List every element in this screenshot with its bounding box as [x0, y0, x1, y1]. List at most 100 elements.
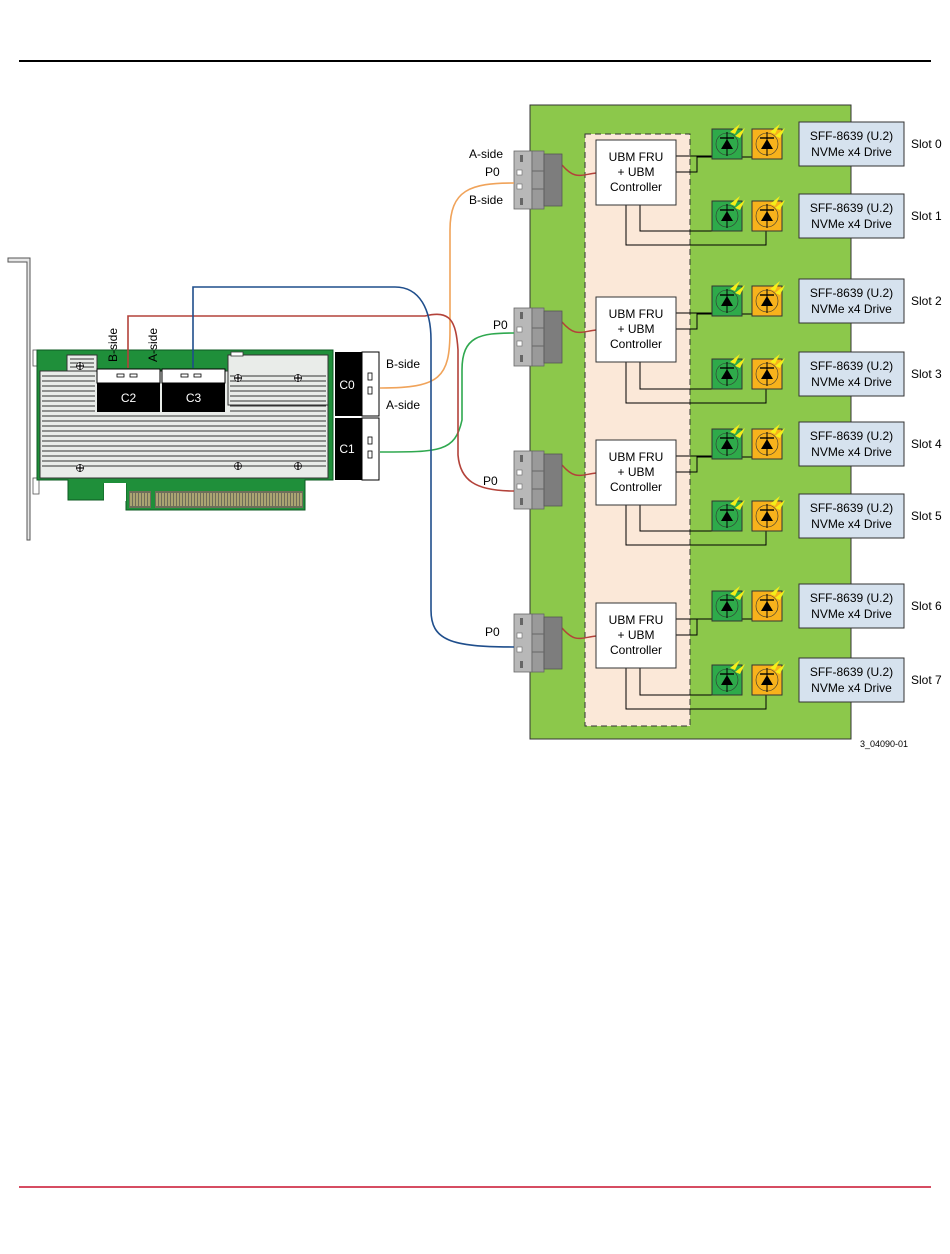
drive-label-line1: SFF-8639 (U.2)	[810, 286, 893, 300]
slot-label: Slot 2	[911, 294, 942, 308]
drive-label-line1: SFF-8639 (U.2)	[810, 129, 893, 143]
activity-led-icon	[711, 496, 745, 532]
pcb-notch	[104, 483, 126, 501]
ubm-label-line2: + UBM	[617, 322, 654, 336]
drive-slot-4: SFF-8639 (U.2) NVMe x4 Drive Slot 4	[798, 421, 942, 467]
connector-c3: C3	[161, 368, 226, 412]
ubm-label-line3: Controller	[610, 643, 662, 657]
drive-label-line2: NVMe x4 Drive	[811, 681, 892, 695]
backplane-connector-1	[513, 307, 563, 367]
activity-led-icon	[711, 660, 745, 696]
c3-side-label: A-side	[146, 328, 160, 362]
drive-slot-6: SFF-8639 (U.2) NVMe x4 Drive Slot 6	[798, 583, 942, 629]
cable-blue	[192, 286, 515, 648]
ubm-label-line3: Controller	[610, 337, 662, 351]
port-label-p0: P0	[485, 625, 500, 639]
edge-a-side-label: A-side	[386, 398, 420, 412]
cable-orange	[379, 182, 515, 389]
port-label-p0: P0	[485, 165, 500, 179]
ubm-label-line2: + UBM	[617, 165, 654, 179]
backplane-connector-3	[513, 613, 563, 673]
drive-slot-7: SFF-8639 (U.2) NVMe x4 Drive Slot 7	[798, 657, 942, 703]
drive-label-line2: NVMe x4 Drive	[811, 607, 892, 621]
fault-led-icon	[751, 124, 785, 160]
heatsink-upper-block	[227, 354, 329, 406]
activity-led-icon	[711, 196, 745, 232]
heatsink-screws	[76, 362, 302, 472]
drive-slot-5: SFF-8639 (U.2) NVMe x4 Drive Slot 5	[798, 493, 942, 539]
drive-label-line2: NVMe x4 Drive	[811, 445, 892, 459]
slot-label: Slot 3	[911, 367, 942, 381]
drive-slot-2: SFF-8639 (U.2) NVMe x4 Drive Slot 2	[798, 278, 942, 324]
ubm-label-line1: UBM FRU	[609, 450, 664, 464]
slot-label: Slot 1	[911, 209, 942, 223]
activity-led-icon	[711, 124, 745, 160]
connector-label-c3: C3	[186, 391, 202, 405]
cable-green	[379, 332, 515, 453]
drive-label-line1: SFF-8639 (U.2)	[810, 359, 893, 373]
activity-led-icon	[711, 586, 745, 622]
drive-label-line1: SFF-8639 (U.2)	[810, 201, 893, 215]
cable-red	[127, 313, 515, 492]
port-label-p0: P0	[493, 318, 508, 332]
card-led	[230, 351, 244, 357]
drive-label-line2: NVMe x4 Drive	[811, 302, 892, 316]
adapter-card: C2 C3 B-side A-side C0 C1 B-side A-side	[7, 257, 420, 541]
slot-label: Slot 5	[911, 509, 942, 523]
backplane-connector-0	[513, 150, 563, 210]
ubm-label-line1: UBM FRU	[609, 150, 664, 164]
drive-label-line2: NVMe x4 Drive	[811, 145, 892, 159]
activity-led-icon	[711, 281, 745, 317]
ubm-label-line1: UBM FRU	[609, 307, 664, 321]
fault-led-icon	[751, 586, 785, 622]
drive-label-line2: NVMe x4 Drive	[811, 217, 892, 231]
backplane-connector-2	[513, 450, 563, 510]
slot-label: Slot 4	[911, 437, 942, 451]
drive-slot-1: SFF-8639 (U.2) NVMe x4 Drive Slot 1	[798, 193, 942, 239]
edge-b-side-label: B-side	[386, 357, 420, 371]
drive-slot-3: SFF-8639 (U.2) NVMe x4 Drive Slot 3	[798, 351, 942, 397]
drive-label-line1: SFF-8639 (U.2)	[810, 429, 893, 443]
ubm-label-line2: + UBM	[617, 465, 654, 479]
card-bracket	[7, 257, 31, 541]
pcie-edge-fingers	[129, 491, 303, 508]
connector-c1: C1	[335, 417, 380, 481]
drive-label-line2: NVMe x4 Drive	[811, 375, 892, 389]
fault-led-icon	[751, 354, 785, 390]
drive-slot-0: SFF-8639 (U.2) NVMe x4 Drive Slot 0	[798, 121, 942, 167]
slot-label: Slot 7	[911, 673, 942, 687]
connector-label-c0: C0	[339, 378, 355, 392]
ubm-label-line2: + UBM	[617, 628, 654, 642]
connector-label-c2: C2	[121, 391, 137, 405]
figure-id: 3_04090-01	[860, 739, 908, 749]
fault-led-icon	[751, 496, 785, 532]
activity-led-icon	[711, 354, 745, 390]
slot-label: Slot 6	[911, 599, 942, 613]
bracket-tab	[32, 477, 40, 495]
connector-c2: C2	[96, 368, 161, 412]
ubm-label-line3: Controller	[610, 480, 662, 494]
ubm-label-line3: Controller	[610, 180, 662, 194]
cables	[127, 182, 515, 648]
bp-b-side-label: B-side	[469, 193, 503, 207]
fault-led-icon	[751, 660, 785, 696]
activity-led-icon	[711, 424, 745, 460]
bp-a-side-label: A-side	[469, 147, 503, 161]
fault-led-icon	[751, 196, 785, 232]
port-label-p0: P0	[483, 474, 498, 488]
connector-c0: C0	[335, 351, 380, 417]
drive-label-line2: NVMe x4 Drive	[811, 517, 892, 531]
drive-label-line1: SFF-8639 (U.2)	[810, 591, 893, 605]
drive-label-line1: SFF-8639 (U.2)	[810, 501, 893, 515]
drive-label-line1: SFF-8639 (U.2)	[810, 665, 893, 679]
slot-label: Slot 0	[911, 137, 942, 151]
